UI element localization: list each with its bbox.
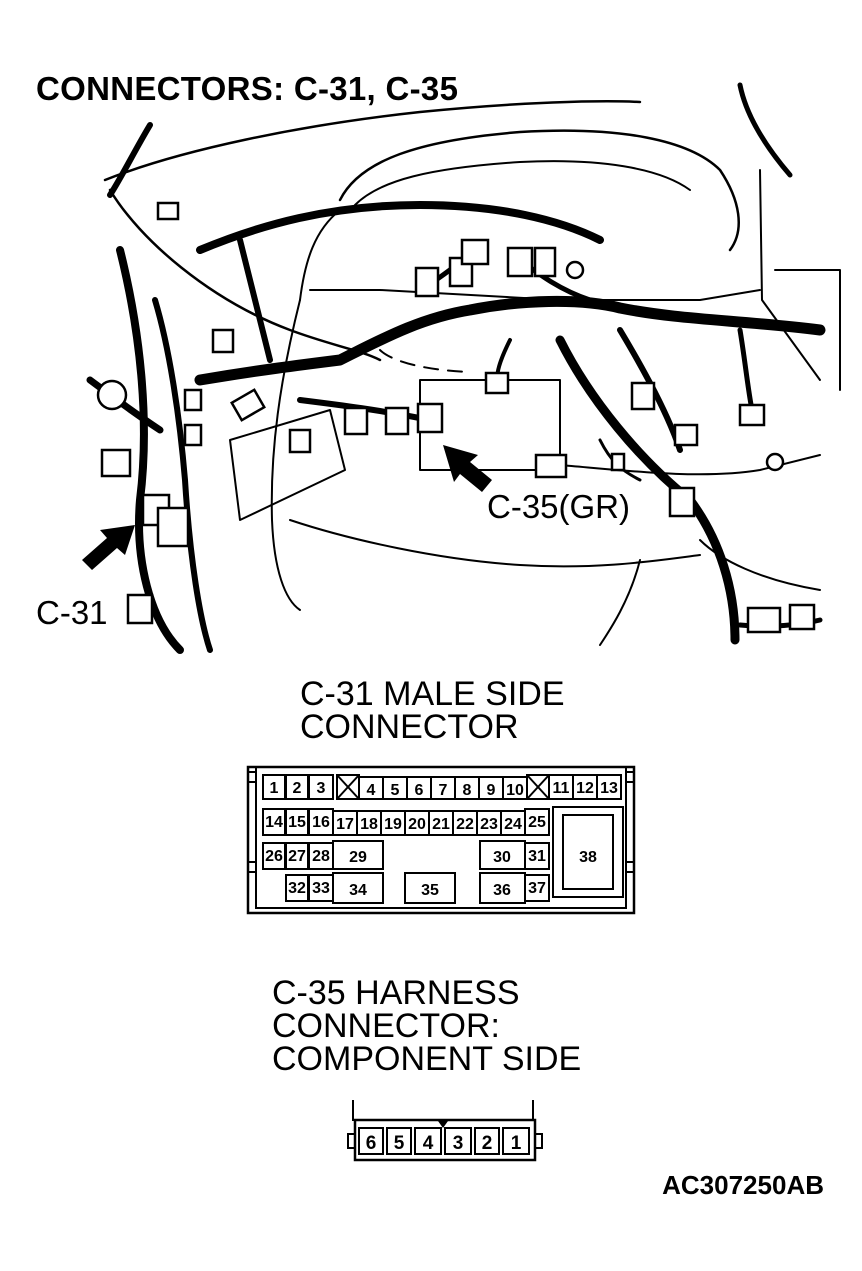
c31-pin-32: 32 — [288, 880, 306, 897]
c31-pin-5: 5 — [391, 782, 400, 799]
c31-arrow — [82, 525, 135, 570]
c35-heading-line3: COMPONENT SIDE — [272, 1040, 582, 1078]
c31-pin-4: 4 — [367, 782, 376, 799]
c31-pin-1: 1 — [270, 780, 279, 797]
c31-pin-2: 2 — [293, 780, 302, 797]
c31-pin-30: 30 — [493, 849, 511, 866]
c31-pin-38: 38 — [579, 849, 597, 866]
c35-pin-6: 6 — [366, 1133, 377, 1154]
c31-pin-25: 25 — [528, 814, 546, 831]
c35-heading-line1: C-35 HARNESS — [272, 974, 520, 1012]
c31-heading-line2: CONNECTOR — [300, 708, 519, 746]
c31-pin-24: 24 — [504, 816, 522, 833]
c31-pin-15: 15 — [288, 814, 306, 831]
c31-pin-31: 31 — [528, 848, 546, 865]
figure-id: AC307250AB — [662, 1170, 824, 1200]
dashboard-harness-illustration — [82, 82, 841, 654]
c31-pin-17: 17 — [336, 816, 354, 833]
c31-callout-label: C-31 — [36, 594, 108, 631]
c31-pin-28: 28 — [312, 848, 330, 865]
c31-pin-21: 21 — [432, 816, 450, 833]
c31-pin-33: 33 — [312, 880, 330, 897]
c31-pin-10: 10 — [506, 782, 524, 799]
c31-heading-line1: C-31 MALE SIDE — [300, 675, 565, 713]
c31-pin-34: 34 — [349, 882, 367, 899]
c31-pin-26: 26 — [265, 848, 283, 865]
c31-pin-23: 23 — [480, 816, 498, 833]
c35-heading: C-35 HARNESS CONNECTOR: COMPONENT SIDE — [272, 974, 582, 1078]
c35-pin-3: 3 — [453, 1133, 464, 1154]
c31-pin-6: 6 — [415, 782, 424, 799]
c31-pin-3: 3 — [317, 780, 326, 797]
c31-pin-20: 20 — [408, 816, 426, 833]
c31-heading: C-31 MALE SIDE CONNECTOR — [300, 675, 565, 746]
c31-pin-7: 7 — [439, 782, 448, 799]
c35-pin-2: 2 — [482, 1133, 493, 1154]
diagram-title: CONNECTORS: C-31, C-35 — [36, 70, 459, 107]
c35-callout-label: C-35(GR) — [487, 488, 631, 525]
c35-pin-1: 1 — [511, 1133, 522, 1154]
c35-pin-4: 4 — [423, 1133, 434, 1154]
c31-pin-11: 11 — [553, 780, 570, 797]
c31-pin-36: 36 — [493, 882, 511, 899]
c31-pin-27: 27 — [288, 848, 306, 865]
c31-pin-22: 22 — [456, 816, 474, 833]
c31-pin-9: 9 — [487, 782, 496, 799]
c31-pin-29: 29 — [349, 849, 367, 866]
c31-pin-8: 8 — [463, 782, 472, 799]
c31-pin-19: 19 — [384, 816, 402, 833]
c31-pin-35: 35 — [421, 882, 439, 899]
c31-pin-14: 14 — [265, 814, 283, 831]
c31-pin-18: 18 — [360, 816, 378, 833]
c35-heading-line2: CONNECTOR: — [272, 1007, 500, 1045]
c31-pin-16: 16 — [312, 814, 330, 831]
c31-pin-13: 13 — [600, 780, 618, 797]
c35-key-marker — [438, 1121, 448, 1128]
c31-pin-37: 37 — [528, 880, 546, 897]
c35-arrow — [443, 445, 492, 492]
c31-pin-12: 12 — [576, 780, 594, 797]
c35-pin-5: 5 — [394, 1133, 405, 1154]
